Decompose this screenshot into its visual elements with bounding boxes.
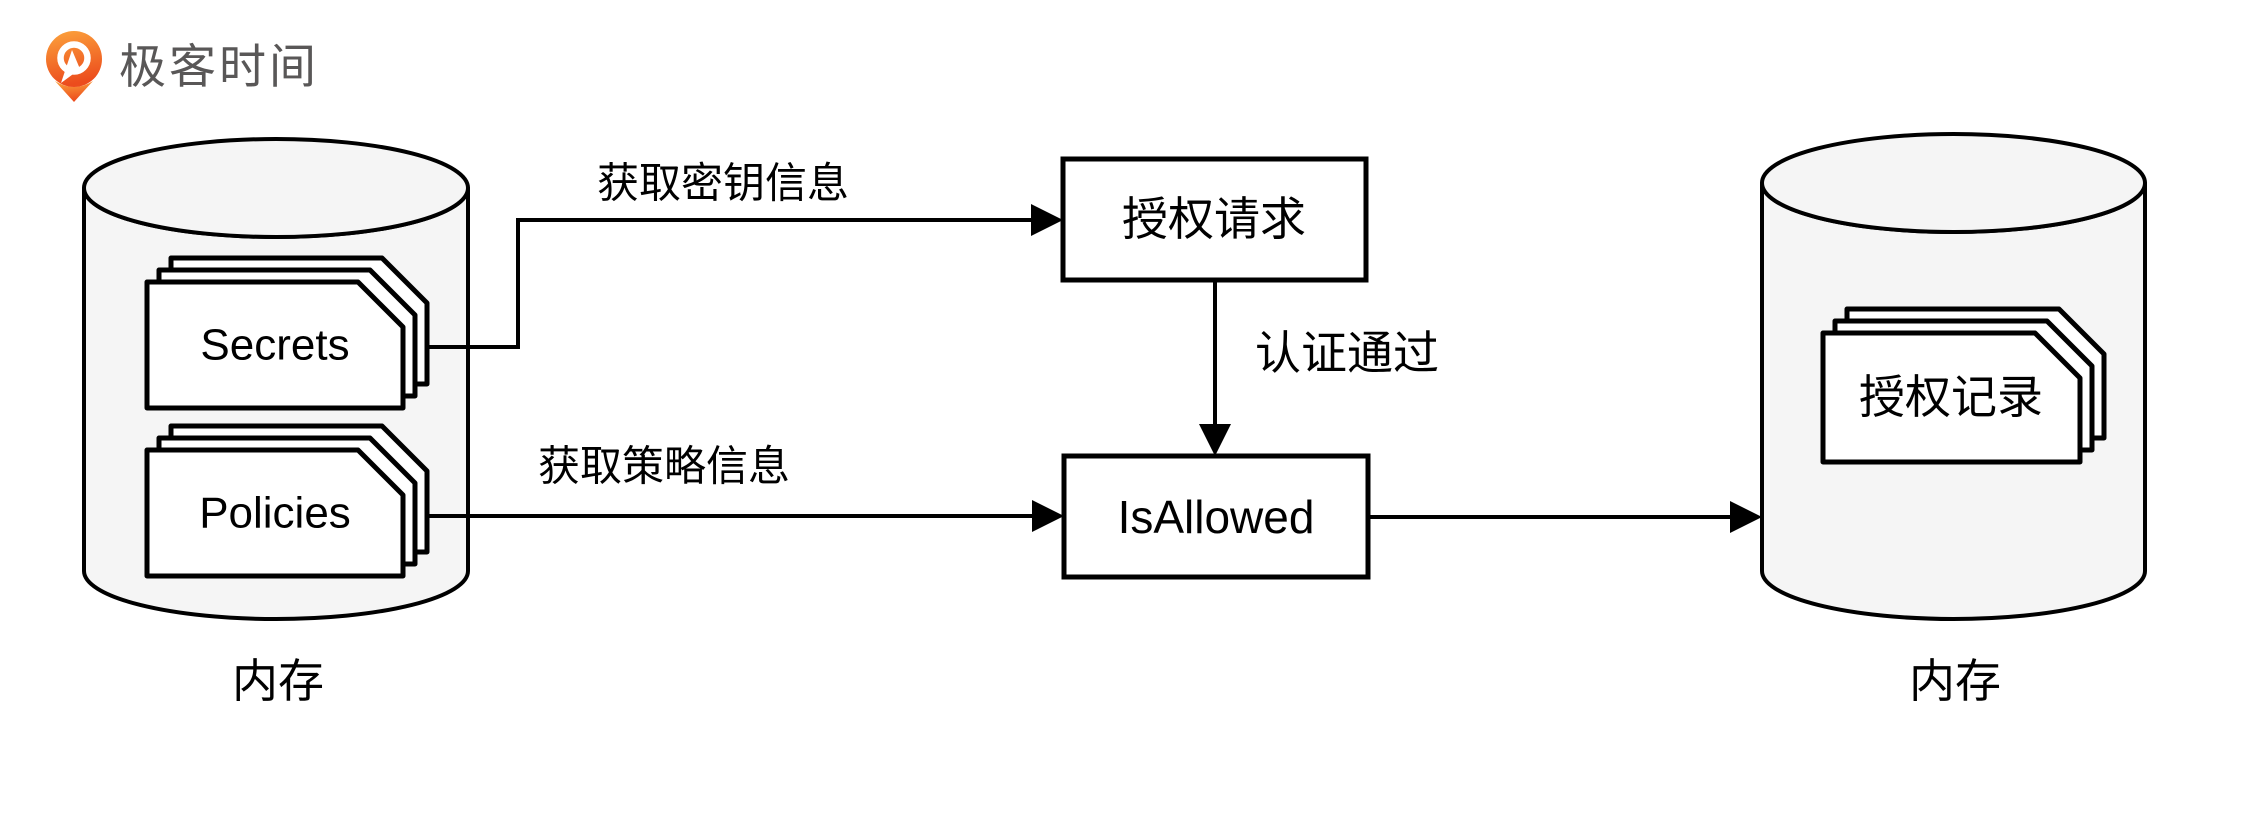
brand-logo-text: 极客时间 (119, 40, 319, 93)
edge-policies-to-isallowed: 获取策略信息 (427, 443, 1064, 532)
policies-card-front (144, 447, 406, 579)
left-cylinder-top (82, 137, 470, 239)
pin-needle (61, 50, 80, 83)
isallowed-label: IsAllowed (1118, 491, 1315, 543)
right-memory-cylinder (1760, 132, 2147, 621)
auth-request-node: 授权请求 (1060, 156, 1369, 283)
edge-label-fetch-policy: 获取策略信息 (538, 443, 790, 490)
secrets-card-stack: Secrets (144, 255, 430, 411)
pin-tail (55, 81, 93, 102)
edge-secrets-arrowhead (1031, 204, 1063, 236)
edge-label-fetch-secret: 获取密钥信息 (597, 160, 849, 207)
auth-record-card-front (1820, 330, 2083, 465)
edge-auth-arrowhead (1199, 424, 1231, 456)
right-memory-label: 内存 (1909, 655, 2001, 707)
auth-request-label: 授权请求 (1122, 193, 1306, 245)
auth-request-box (1060, 156, 1369, 283)
secrets-card-front (144, 279, 406, 411)
edge-secrets-line (427, 218, 1031, 349)
brand-logo: 极客时间 (45, 31, 319, 103)
edge-secrets-to-auth-request: 获取密钥信息 (427, 160, 1063, 349)
isallowed-node: IsAllowed (1061, 453, 1371, 580)
left-memory-label: 内存 (232, 655, 324, 707)
right-cylinder-top (1760, 132, 2147, 234)
auth-record-card-stack: 授权记录 (1820, 306, 2107, 465)
edge-isallowed-to-memory (1368, 501, 1762, 533)
isallowed-box (1061, 453, 1371, 580)
edge-policies-arrowhead (1032, 500, 1064, 532)
policies-card-label: Policies (199, 489, 351, 538)
geektime-pin-icon (46, 31, 102, 102)
edge-result-arrowhead (1730, 501, 1762, 533)
secrets-card-label: Secrets (200, 321, 349, 370)
auth-record-card-label: 授权记录 (1859, 371, 2043, 423)
edge-auth-to-isallowed: 认证通过 (1199, 280, 1439, 456)
edge-label-auth-passed: 认证通过 (1255, 327, 1439, 379)
policies-card-stack: Policies (144, 423, 430, 579)
